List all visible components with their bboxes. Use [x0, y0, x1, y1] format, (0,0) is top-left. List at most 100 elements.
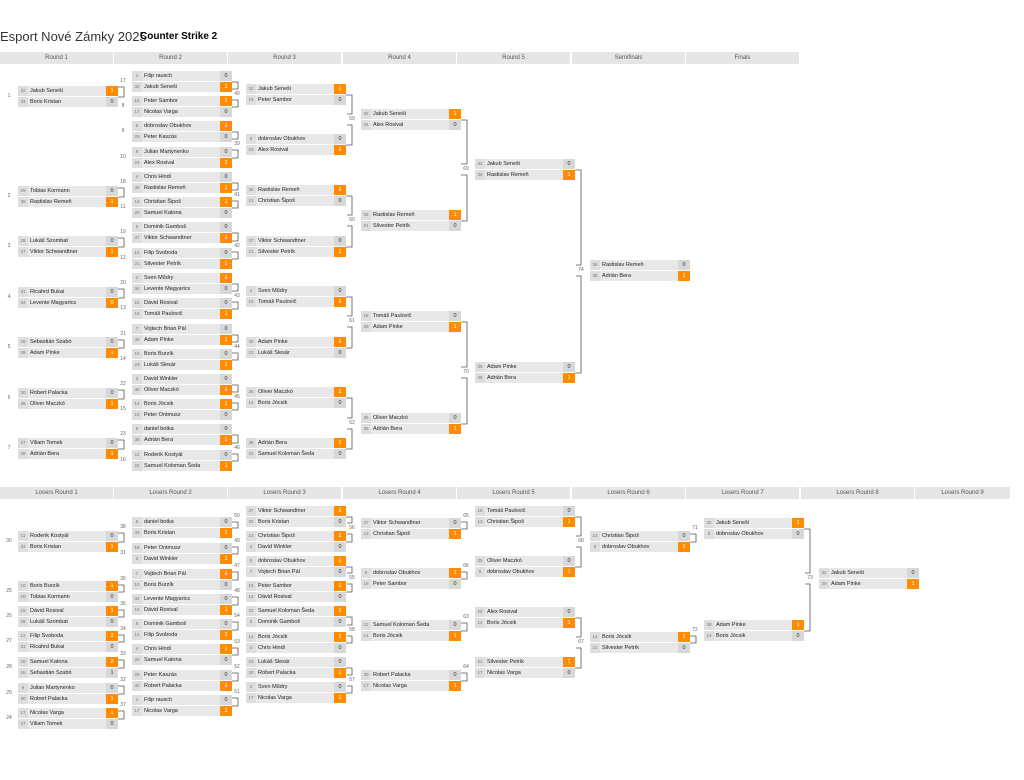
participant-slot[interactable]: 30Robert Palacka0 [18, 388, 118, 398]
participant-slot[interactable]: 14Boris Jócsik1 [361, 631, 461, 641]
participant-slot[interactable]: 38Adrián Bera1 [475, 373, 575, 383]
participant-slot[interactable]: 33Boris Kristan1 [132, 528, 232, 538]
participant-slot[interactable]: 5Dominik Gamboš0 [246, 617, 346, 627]
match-card[interactable]: 29Tobias Kormann036Rastislav Remeň1 [18, 186, 118, 208]
participant-slot[interactable]: 32Jakub Seneši1 [361, 109, 461, 119]
match-card[interactable]: 13Christian Šipoš120Samuel Katona0 [132, 197, 232, 219]
participant-slot[interactable]: 8dobroslav Obukhov1 [475, 567, 575, 577]
match-card[interactable]: 34Levente Magyarics015Dávid Rosival1 [132, 594, 232, 616]
participant-slot[interactable]: 35Oliver Maczkó1 [18, 399, 118, 409]
participant-slot[interactable]: 32Jakub Seneši1 [246, 84, 346, 94]
participant-slot[interactable]: 15Dávid Rosival1 [132, 605, 232, 615]
match-card[interactable]: 36Rastislav Remeň121Silvester Petrík0 [361, 210, 461, 232]
match-card[interactable]: 25Peter Kaszás030Robert Palacka1 [132, 670, 232, 692]
participant-slot[interactable]: 25Peter Kaszás0 [132, 670, 232, 680]
match-card[interactable]: 11Roderik Kostyál022Samuel Koloman Šeda1 [132, 450, 232, 472]
match-card[interactable]: 39Adam Pinke114Boris Jócsik0 [704, 620, 804, 642]
participant-slot[interactable]: 29Tobias Kormann0 [18, 186, 118, 196]
participant-slot[interactable]: 3David Winkler0 [246, 542, 346, 552]
participant-slot[interactable]: 14Boris Jócsik1 [246, 632, 346, 642]
participant-slot[interactable]: 32Jakub Seneši1 [132, 82, 232, 92]
match-card[interactable]: 8dobroslav Obukhov125Peter Kaszás0 [132, 121, 232, 143]
participant-slot[interactable]: 20Samuel Katona0 [132, 208, 232, 218]
participant-slot[interactable]: 25Peter Kaszás0 [132, 132, 232, 142]
participant-slot[interactable]: 39Adam Pinke1 [132, 335, 232, 345]
participant-slot[interactable]: 35Oliver Maczkó1 [246, 387, 346, 397]
match-card[interactable]: 1Filip rausch032Jakub Seneši1 [132, 71, 232, 93]
participant-slot[interactable]: 33Boris Kristan0 [246, 517, 346, 527]
participant-slot[interactable]: 21Silvester Petrík1 [475, 657, 575, 667]
participant-slot[interactable]: 28Lukáš Szombat0 [18, 617, 118, 627]
participant-slot[interactable]: 38Adrián Bera1 [590, 271, 690, 281]
participant-slot[interactable]: 12Filip Svoboda1 [132, 630, 232, 640]
participant-slot[interactable]: 38Adrián Bera1 [246, 438, 346, 448]
participant-slot[interactable]: 14Boris Jócsik1 [475, 618, 575, 628]
participant-slot[interactable]: 34Levente Magyarics0 [132, 594, 232, 604]
match-card[interactable]: 32Jakub Seneši036Rastislav Remeň1 [475, 159, 575, 181]
match-card[interactable]: 4Chris Hindi120Samuel Katona0 [132, 644, 232, 666]
participant-slot[interactable]: 21Silvester Petrík0 [590, 643, 690, 653]
match-card[interactable]: 2Sven Műdry018Tomáš Paulovič1 [246, 286, 346, 308]
match-card[interactable]: 8dobroslav Obukhov17Vojtech Brian Pál0 [246, 556, 346, 578]
participant-slot[interactable]: 22Samuel Koloman Šeda0 [246, 449, 346, 459]
match-card[interactable]: 18Tomáš Paulovič013Christian Šipoš1 [475, 506, 575, 528]
match-card[interactable]: 27Viliam Tomek038Adrián Bera1 [18, 438, 118, 460]
participant-slot[interactable]: 36Rastislav Remeň1 [246, 185, 346, 195]
participant-slot[interactable]: 17Nicolas Varga1 [18, 708, 118, 718]
participant-slot[interactable]: 20Samuel Katona0 [132, 655, 232, 665]
match-card[interactable]: 5Dominik Gamboš012Filip Svoboda1 [132, 619, 232, 641]
participant-slot[interactable]: 16Peter Sambor0 [361, 579, 461, 589]
participant-slot[interactable]: 20Samuel Katona2 [18, 657, 118, 667]
match-card[interactable]: 35Oliver Maczkó038Adrián Bera1 [361, 413, 461, 435]
participant-slot[interactable]: 38Adrián Bera1 [361, 424, 461, 434]
participant-slot[interactable]: 2Sven Műdry0 [246, 682, 346, 692]
participant-slot[interactable]: 13Christian Šipoš1 [132, 197, 232, 207]
participant-slot[interactable]: 17Nicolas Varga0 [132, 107, 232, 117]
match-card[interactable]: 2Sven Műdry017Nicolas Varga1 [246, 682, 346, 704]
participant-slot[interactable]: 23Lukáš Slesár0 [246, 348, 346, 358]
participant-slot[interactable]: 19Peter Ontmusz0 [132, 543, 232, 553]
participant-slot[interactable]: 38Adrián Bera1 [132, 435, 232, 445]
participant-slot[interactable]: 31Ricahrd Bukai0 [18, 287, 118, 297]
participant-slot[interactable]: 37Viktor Schwandtner1 [246, 506, 346, 516]
participant-slot[interactable]: 4Chris Hindi0 [246, 643, 346, 653]
participant-slot[interactable]: 8dobroslav Obukhov0 [704, 529, 804, 539]
participant-slot[interactable]: 15Dávid Rosival1 [18, 606, 118, 616]
participant-slot[interactable]: 34Levente Magyarics0 [132, 284, 232, 294]
participant-slot[interactable]: 18Tomáš Paulovič0 [361, 311, 461, 321]
participant-slot[interactable]: 5Dominik Gamboš0 [132, 222, 232, 232]
participant-slot[interactable]: 30Robert Palacka0 [361, 670, 461, 680]
participant-slot[interactable]: 4Chris Hindi1 [132, 644, 232, 654]
match-card[interactable]: 2Sven Műdry134Levente Magyarics0 [132, 273, 232, 295]
participant-slot[interactable]: 2Sven Műdry1 [132, 273, 232, 283]
match-card[interactable]: 32Jakub Seneši18dobroslav Obukhov0 [704, 518, 804, 540]
participant-slot[interactable]: 39Adam Pinke1 [18, 348, 118, 358]
participant-slot[interactable]: 8dobroslav Obukhov0 [246, 134, 346, 144]
participant-slot[interactable]: 27Viliam Tomek0 [18, 438, 118, 448]
match-card[interactable]: 10Boris Burzík023Lukáš Slesár1 [132, 349, 232, 371]
participant-slot[interactable]: 7Vojtech Brian Pál1 [132, 569, 232, 579]
match-card[interactable]: 8dobroslav Obukhov116Peter Sambor0 [361, 568, 461, 590]
match-card[interactable]: 12Filip Svoboda021Silvester Petrík1 [132, 248, 232, 270]
participant-slot[interactable]: 8dobroslav Obukhov1 [361, 568, 461, 578]
participant-slot[interactable]: 28Lukáš Szombat0 [18, 236, 118, 246]
participant-slot[interactable]: 3David Winkler1 [132, 554, 232, 564]
match-card[interactable]: 6daniel botka033Boris Kristan1 [132, 517, 232, 539]
match-card[interactable]: 14Boris Jócsik14Chris Hindi0 [246, 632, 346, 654]
match-card[interactable]: 15Dávid Rosival128Lukáš Szombat0 [18, 606, 118, 628]
participant-slot[interactable]: 33Boris Kristan0 [18, 97, 118, 107]
participant-slot[interactable]: 29Tobias Kormann0 [18, 592, 118, 602]
participant-slot[interactable]: 37Viktor Schwandtner0 [246, 236, 346, 246]
match-card[interactable]: 5Dominik Gamboš037Viktor Schwandtner1 [132, 222, 232, 244]
match-card[interactable]: 37Viktor Schwandtner133Boris Kristan0 [246, 506, 346, 528]
participant-slot[interactable]: 13Christian Šipoš0 [590, 531, 690, 541]
match-card[interactable]: 6daniel botka038Adrián Bera1 [132, 424, 232, 446]
participant-slot[interactable]: 14Boris Jócsik1 [590, 632, 690, 642]
participant-slot[interactable]: 32Jakub Seneši0 [475, 159, 575, 169]
participant-slot[interactable]: 23Lukáš Slesár1 [132, 360, 232, 370]
match-card[interactable]: 32Jakub Seneši039Adam Pinke1 [819, 568, 919, 590]
match-card[interactable]: 13Christian Šipoš13David Winkler0 [246, 531, 346, 553]
participant-slot[interactable]: 14Boris Jócsik1 [132, 399, 232, 409]
match-card[interactable]: 7Vojtech Brian Pál110Boris Burzík0 [132, 569, 232, 591]
participant-slot[interactable]: 8dobroslav Obukhov1 [246, 556, 346, 566]
